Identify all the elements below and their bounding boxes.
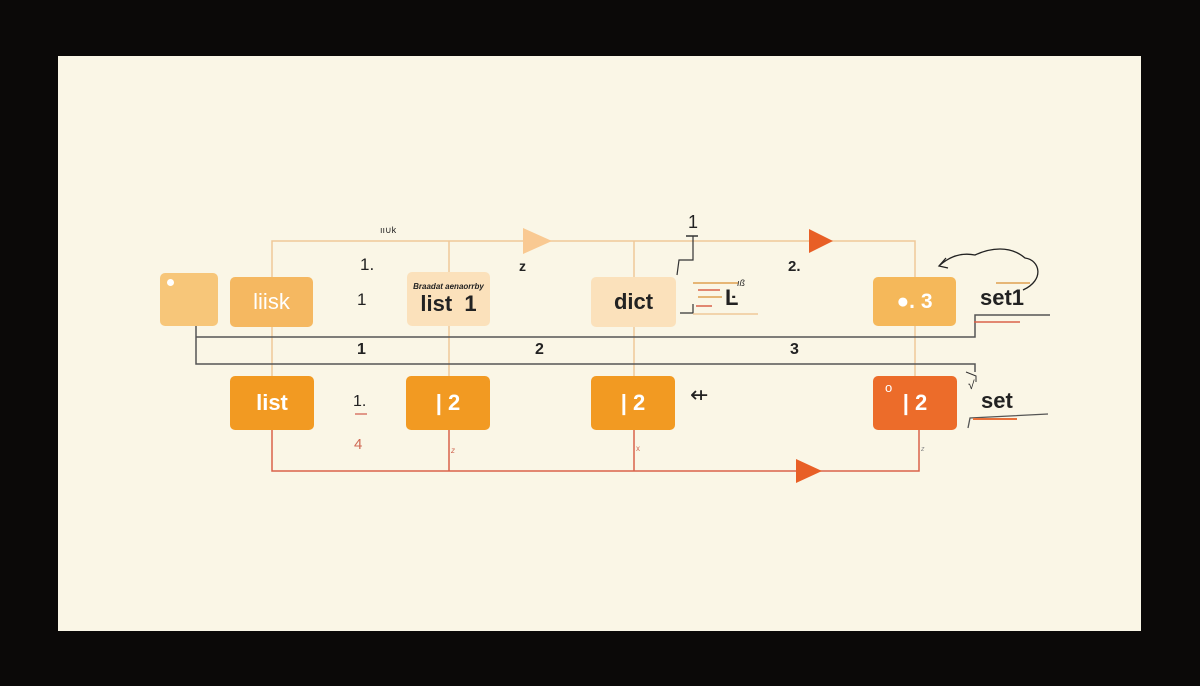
set-label: set (981, 388, 1013, 413)
diagram-canvas (58, 56, 1141, 631)
dict-glyph: Ŀ (725, 285, 739, 310)
header-small-label: ıı∪k (380, 225, 397, 235)
two-label: 2. (788, 258, 801, 275)
box-a-label: | 2 (435, 390, 461, 415)
one-overline-label: 1 (688, 212, 699, 232)
z-label: z (519, 258, 526, 274)
small-z2-label: z (921, 446, 925, 453)
arrow-right-light-icon (523, 228, 552, 254)
band-number-1: 1 (357, 341, 366, 358)
band-number-3: 3 (790, 341, 799, 358)
list1-label: list 1 (420, 290, 477, 316)
dot-icon (167, 279, 174, 286)
list1-box[interactable]: Braadat aenaorrby list 1 (407, 272, 490, 326)
box-a[interactable]: | 2 (406, 376, 490, 430)
number-1-top: 1. (360, 255, 375, 274)
small-z-label: z (451, 446, 455, 455)
list-box[interactable]: list (230, 376, 314, 430)
box-c-sup: o (885, 380, 893, 395)
box-b[interactable]: | 2 (591, 376, 675, 430)
o3-label: ●. 3 (896, 289, 933, 313)
box-c[interactable]: o | 2 (873, 376, 957, 430)
box-b-label: | 2 (620, 390, 646, 415)
liisk-box[interactable]: liisk (230, 277, 313, 327)
dict-glyph-sup: ıß (737, 278, 745, 288)
band-number-2: 2 (535, 341, 544, 358)
o3-box[interactable]: ●. 3 (873, 277, 956, 326)
dict-label: dict (613, 289, 654, 314)
one-underlined-label: 1. (353, 393, 367, 410)
four-label: 4 (354, 436, 363, 453)
v-label: √ (968, 378, 975, 392)
small-x-label: x (636, 444, 640, 453)
set1-label: set1 (980, 285, 1025, 310)
dot-box[interactable] (160, 273, 218, 326)
arrow-right-bottom-icon (796, 459, 822, 483)
number-1-mid: 1 (357, 290, 367, 309)
scribble-glyph-icon: ⇷ (690, 382, 709, 407)
list-label: list (256, 390, 288, 415)
dict-box[interactable]: dict (591, 277, 676, 327)
liisk-label: liisk (253, 289, 290, 314)
arrow-right-orange-icon (809, 229, 833, 253)
list1-caption: Braadat aenaorrby (413, 281, 484, 291)
box-c-label: | 2 (902, 390, 928, 415)
